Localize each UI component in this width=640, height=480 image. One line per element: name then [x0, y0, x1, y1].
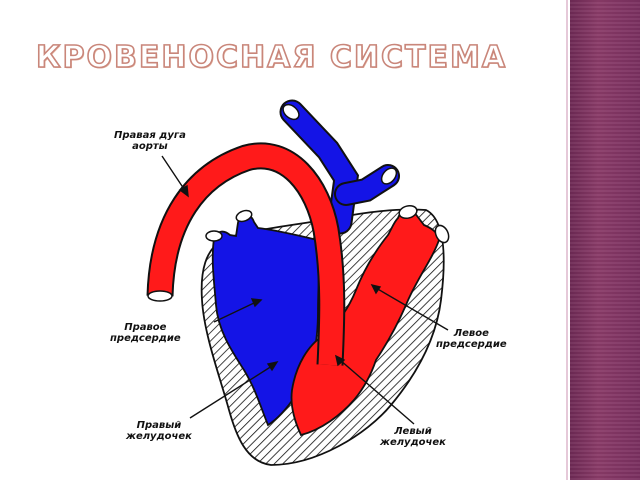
slide-title: Кровеносная система: [35, 39, 508, 76]
pulmonary-vein-opening-1: [398, 205, 418, 219]
vena-cava-opening-top: [282, 103, 300, 121]
label-right-aortic-arch: Правая дуга аорты: [114, 130, 186, 152]
label-left-ventricle: Левый желудочек: [380, 426, 446, 448]
label-right-ventricle: Правый желудочек: [126, 420, 192, 442]
label-right-atrium: Правое предсердие: [110, 322, 181, 344]
heart-illustration: [146, 99, 450, 466]
heart-diagram: Правая дуга аорты Правое предсердие Прав…: [96, 90, 536, 470]
right-atrium-opening-right: [235, 209, 253, 223]
aortic-arch-opening: [147, 290, 173, 302]
vena-cava: [279, 99, 400, 235]
label-left-atrium: Левое предсердие: [436, 328, 507, 350]
aortic-arch: [146, 142, 346, 366]
decorative-sidebar: [570, 0, 640, 480]
vena-cava-opening-side: [380, 167, 398, 185]
right-atrium-opening-left: [205, 230, 223, 242]
pulmonary-vein-opening-2: [434, 224, 450, 244]
sidebar-divider: [566, 0, 568, 480]
label-pointers: [161, 155, 449, 425]
